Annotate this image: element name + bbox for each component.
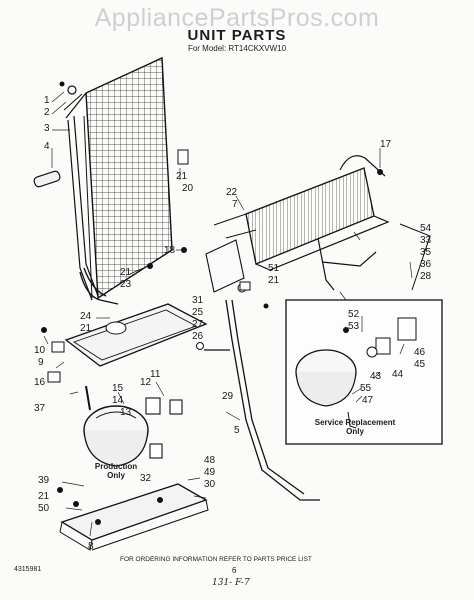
callout-1: 1	[44, 95, 50, 106]
callout-2: 2	[44, 107, 50, 118]
callout-20: 20	[182, 183, 194, 194]
leader-lines	[43, 91, 413, 537]
callout-44: 44	[392, 369, 404, 380]
callout-39: 39	[38, 475, 50, 486]
tubing	[205, 223, 431, 501]
callout-48: 48	[204, 455, 216, 466]
callout-36: 36	[420, 259, 432, 270]
callout-7: 7	[232, 199, 238, 210]
drier-assembly	[33, 81, 77, 188]
hardware-fasteners	[41, 149, 383, 507]
production-note-line2: Only	[107, 471, 125, 480]
callout-24: 24	[80, 311, 92, 322]
callout-55: 55	[360, 383, 372, 394]
callout-27: 27	[192, 319, 204, 330]
callout-21-b: 21	[120, 267, 132, 278]
callout-15: 15	[112, 383, 124, 394]
service-note-line2: Only	[346, 427, 364, 436]
compressor-base	[59, 483, 209, 551]
callout-23: 23	[120, 279, 132, 290]
production-note-line1: Production	[94, 462, 138, 471]
callout-21-e: 21	[38, 491, 50, 502]
callout-26: 26	[192, 331, 204, 342]
page-number: 6	[232, 566, 237, 575]
callout-11: 11	[150, 369, 161, 380]
callout-9: 9	[38, 357, 44, 368]
callout-3: 3	[44, 123, 50, 134]
callout-25: 25	[192, 307, 204, 318]
callout-46: 46	[414, 347, 426, 358]
condenser-coil	[63, 56, 173, 305]
document-part-number: 4315981	[14, 566, 42, 573]
callout-28: 28	[420, 271, 432, 282]
callout-50: 50	[38, 503, 50, 514]
callout-29: 29	[222, 391, 234, 402]
model-subtitle: For Model: RT14CKXVW10	[187, 44, 287, 53]
callout-4: 4	[44, 141, 50, 152]
callout-17: 17	[380, 139, 392, 150]
callout-14: 14	[112, 395, 124, 406]
callout-33: 33	[420, 235, 432, 246]
drain-pan	[64, 303, 208, 367]
callout-45: 45	[414, 359, 426, 370]
service-note: Service Replacement Only	[300, 418, 410, 436]
compressor-production	[83, 397, 183, 467]
callout-8: 8	[88, 541, 94, 552]
callout-22: 22	[226, 187, 238, 198]
diagram-title: UNIT PARTS	[187, 27, 287, 44]
production-note: Production Only	[86, 462, 146, 480]
callout-53: 53	[348, 321, 360, 332]
callout-12: 12	[140, 377, 152, 388]
callout-43: 43	[370, 371, 382, 382]
callout-10: 10	[34, 345, 46, 356]
callout-30: 30	[204, 479, 216, 490]
callout-37: 37	[34, 403, 46, 414]
callout-16: 16	[34, 377, 46, 388]
callout-35: 35	[420, 247, 432, 258]
handwritten-code: 131- F-7	[212, 578, 250, 588]
service-note-line1: Service Replacement	[314, 418, 396, 427]
site-watermark: AppliancePartsPros.com	[94, 4, 380, 32]
ordering-instructions: FOR ORDERING INFORMATION REFER TO PARTS …	[120, 556, 312, 563]
callout-5: 5	[234, 425, 240, 436]
callout-21-a: 21	[176, 171, 188, 182]
evaporator-coil	[213, 155, 390, 271]
callout-18: 18	[164, 245, 176, 256]
service-replacement-box	[285, 299, 443, 445]
callout-52: 52	[348, 309, 360, 320]
callout-21-c: 21	[268, 275, 280, 286]
callout-31: 31	[192, 295, 204, 306]
callout-54: 54	[420, 223, 432, 234]
callout-49: 49	[204, 467, 216, 478]
callout-47: 47	[362, 395, 374, 406]
callout-51: 51	[268, 263, 280, 274]
callout-32: 32	[140, 473, 152, 484]
callout-13: 13	[120, 407, 132, 418]
callout-21-d: 21	[80, 323, 92, 334]
